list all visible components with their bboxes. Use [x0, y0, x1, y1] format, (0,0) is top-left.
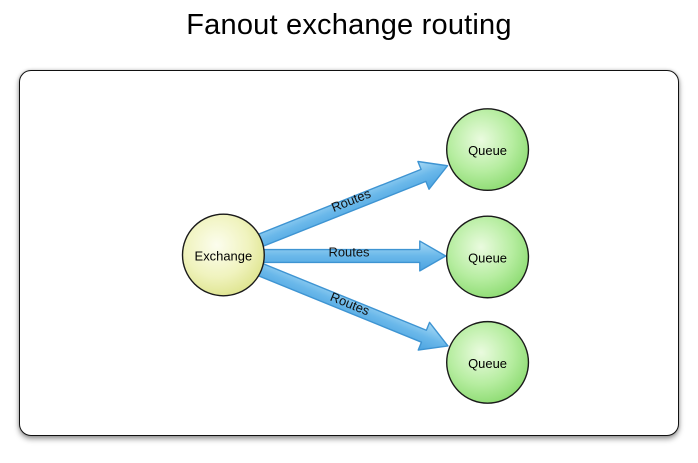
- diagram-panel: Routes Routes Routes Exchange Queue Queu…: [19, 70, 679, 436]
- route-arrow-top: [248, 160, 449, 251]
- queue-label-top: Queue: [468, 143, 507, 158]
- queue-node-bottom: [446, 320, 530, 404]
- route-arrow-middle: [252, 240, 447, 272]
- route-arrow-bottom: [248, 259, 449, 351]
- exchange-label: Exchange: [195, 248, 253, 263]
- queue-label-middle: Queue: [468, 250, 507, 265]
- diagram-title: Fanout exchange routing: [186, 9, 512, 41]
- queue-node-middle: [446, 215, 530, 299]
- queue-label-bottom: Queue: [468, 356, 507, 371]
- route-label-bottom: Routes: [328, 289, 372, 318]
- queue-node-top: [446, 108, 530, 192]
- exchange-node: [181, 213, 265, 297]
- route-label-middle: Routes: [328, 245, 369, 260]
- fanout-diagram: Routes Routes Routes Exchange Queue Queu…: [181, 108, 530, 404]
